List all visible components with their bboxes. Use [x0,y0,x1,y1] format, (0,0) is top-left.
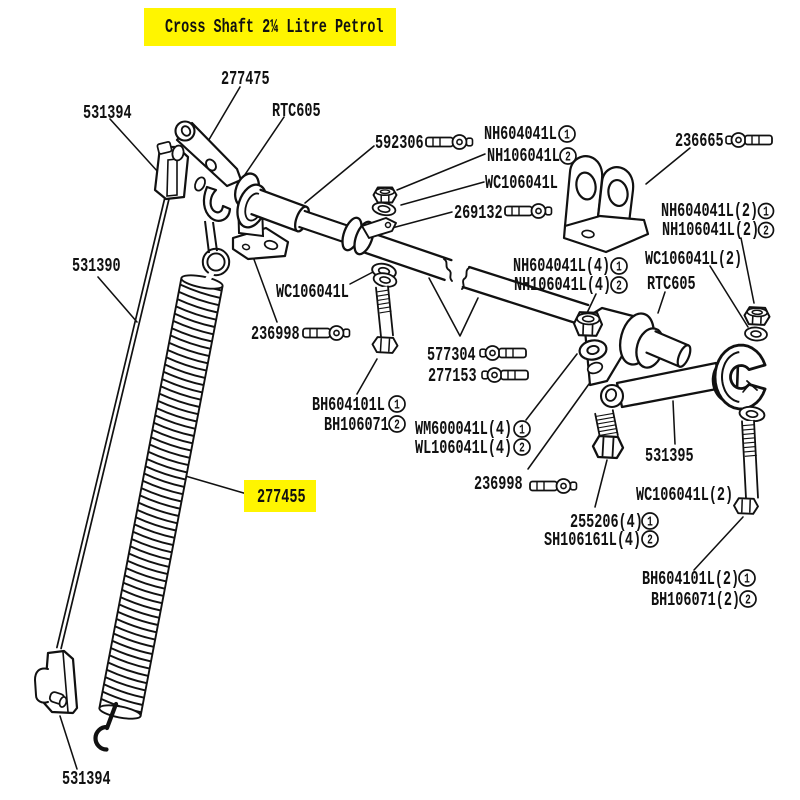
svg-text:1: 1 [744,571,750,587]
svg-text:2: 2 [745,592,751,608]
svg-text:2: 2 [763,223,769,239]
svg-text:SH106161L(4): SH106161L(4) [544,530,641,552]
svg-text:NH106041L(2): NH106041L(2) [662,220,759,242]
svg-text:2: 2 [616,278,622,294]
svg-text:BH106071(2): BH106071(2) [651,590,740,612]
svg-text:1: 1 [564,127,570,143]
svg-text:2: 2 [394,417,400,433]
svg-text:277475: 277475 [221,69,270,91]
svg-text:236665: 236665 [675,131,724,153]
svg-text:WL106041L(4): WL106041L(4) [415,438,512,460]
svg-text:277153: 277153 [428,366,477,388]
svg-text:RTC605: RTC605 [272,101,321,123]
svg-text:531395: 531395 [645,446,694,468]
svg-text:255206(4): 255206(4) [570,512,643,534]
svg-text:2: 2 [519,440,525,456]
svg-text:531394: 531394 [62,769,111,791]
svg-text:236998: 236998 [474,474,523,496]
svg-text:236998: 236998 [251,324,300,346]
svg-text:BH604101L: BH604101L [312,395,385,417]
svg-text:269132: 269132 [454,203,503,225]
svg-text:WM600041L(4): WM600041L(4) [415,419,512,441]
svg-text:NH604041L(2): NH604041L(2) [661,201,758,223]
svg-text:1: 1 [519,422,525,438]
svg-text:531390: 531390 [72,256,121,278]
svg-text:Cross Shaft 2¼ Litre Petrol: Cross Shaft 2¼ Litre Petrol [165,17,384,39]
svg-text:NH106041L(4): NH106041L(4) [514,275,611,297]
svg-text:NH604041L(4): NH604041L(4) [513,256,610,278]
svg-text:1: 1 [647,514,653,530]
svg-text:592306: 592306 [375,133,424,155]
svg-text:NH604041L: NH604041L [484,124,557,146]
svg-text:2: 2 [565,149,571,165]
svg-text:BH106071: BH106071 [324,415,389,437]
svg-text:RTC605: RTC605 [647,274,696,296]
svg-text:2: 2 [647,532,653,548]
svg-text:WC106041L(2): WC106041L(2) [645,249,742,271]
svg-text:WC106041L: WC106041L [276,282,349,304]
svg-text:BH604101L(2): BH604101L(2) [642,569,739,591]
svg-text:277455: 277455 [257,487,306,509]
svg-text:1: 1 [394,397,400,413]
svg-text:531394: 531394 [83,103,132,125]
svg-text:WC106041L(2): WC106041L(2) [636,485,733,507]
svg-text:577304: 577304 [427,345,476,367]
svg-text:1: 1 [763,204,769,220]
svg-text:1: 1 [616,259,622,275]
svg-text:NH106041L: NH106041L [487,146,560,168]
svg-text:WC106041L: WC106041L [485,173,558,195]
